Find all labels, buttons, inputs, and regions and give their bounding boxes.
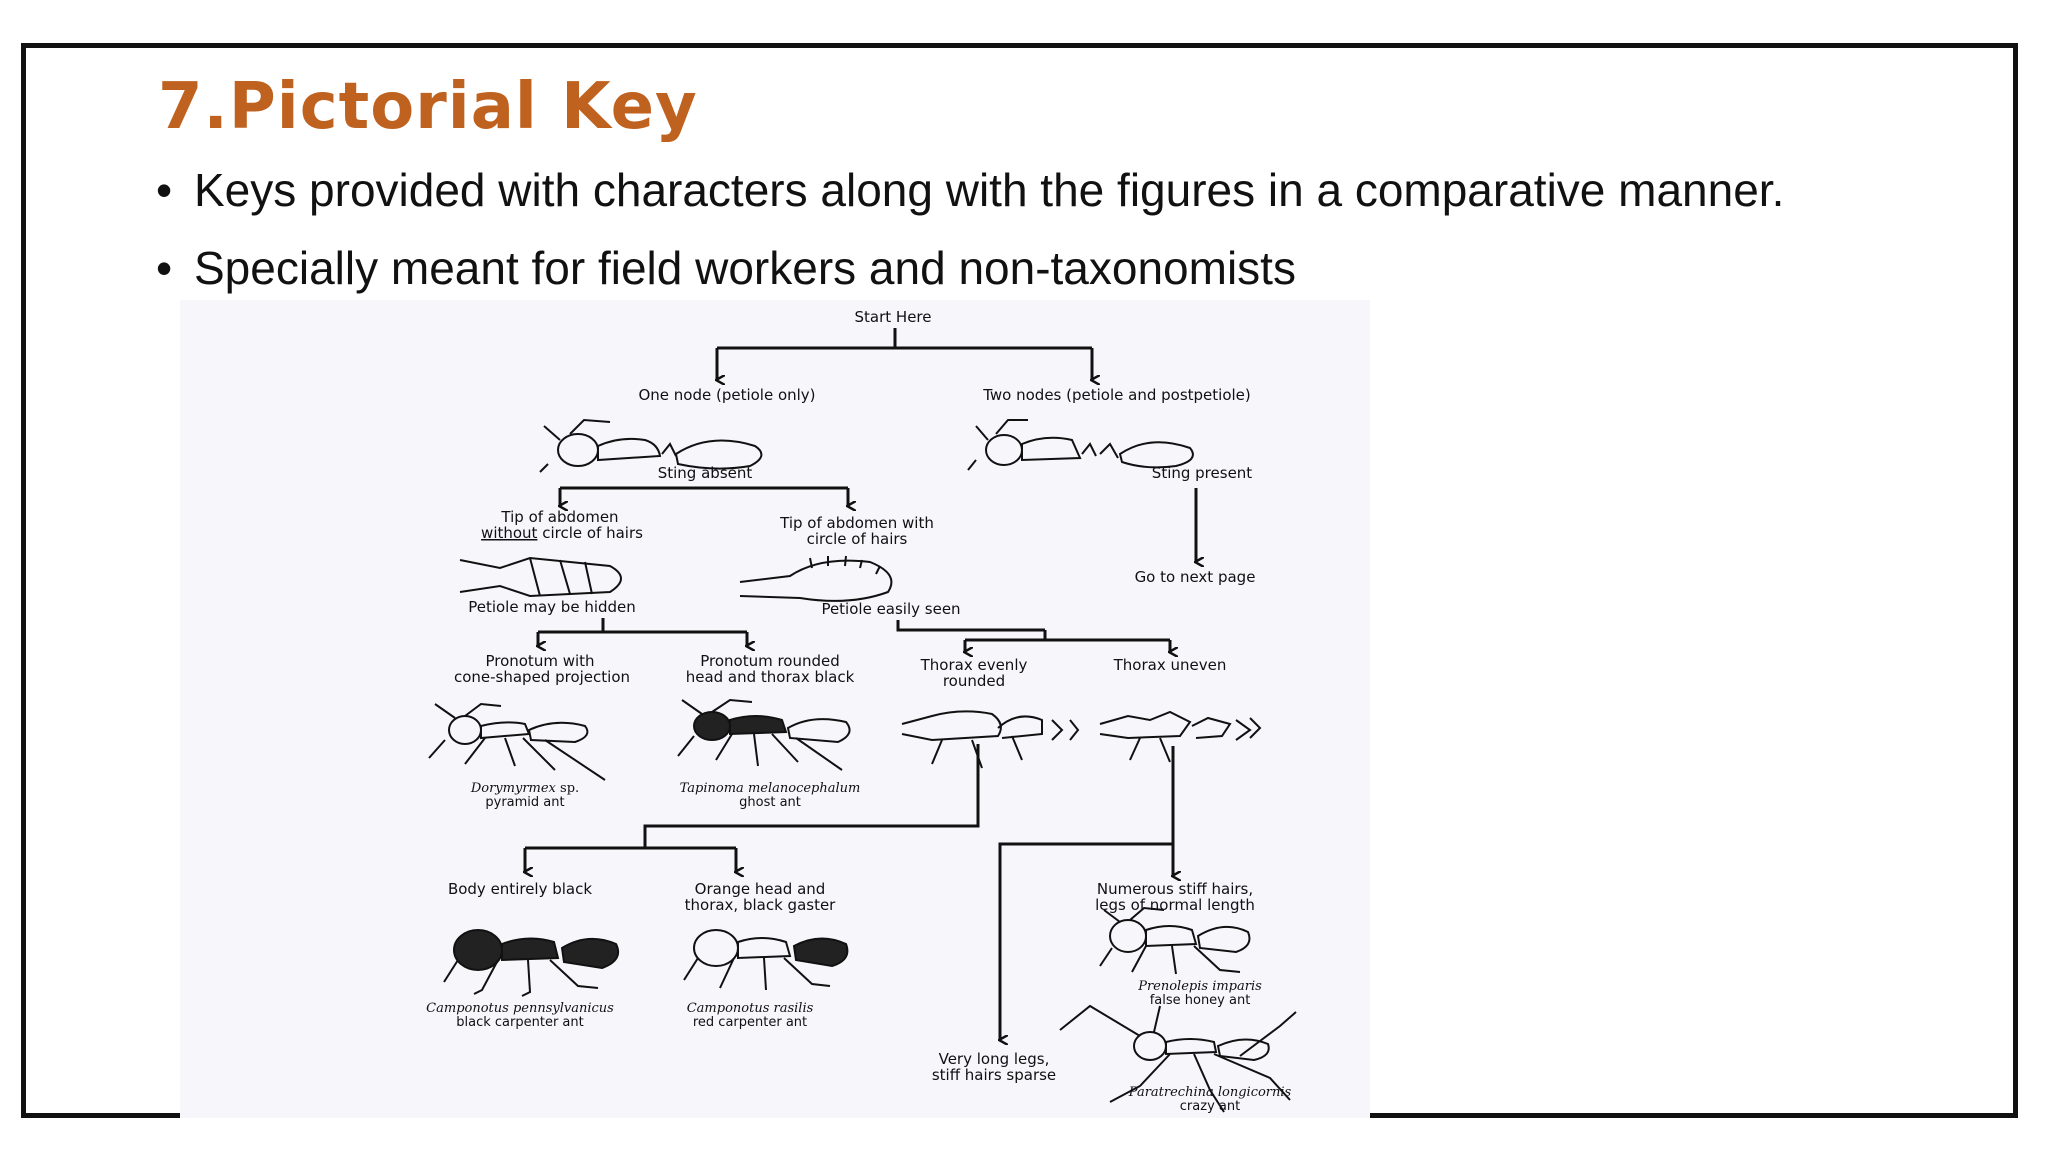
bullet-text: Specially meant for field workers and no…: [194, 242, 1296, 294]
bullet-dot: •: [156, 242, 173, 294]
long-legs-label-1: Very long legs,: [939, 1050, 1050, 1068]
connector: [643, 744, 980, 848]
bullet-item: • Keys provided with characters along wit…: [156, 162, 1784, 218]
camponotus-penn-common: black carpenter ant: [456, 1015, 583, 1030]
ant-two-nodes-drawing: [967, 419, 1194, 471]
bullet-list: • Keys provided with characters along wit…: [156, 162, 1784, 318]
thorax-uneven-label: Thorax uneven: [1113, 656, 1227, 674]
stiff-hairs-label-1: Numerous stiff hairs,: [1097, 880, 1253, 898]
dorymyrmex-species: Dorymyrmex sp.: [470, 781, 579, 796]
tip-with-label-2: circle of hairs: [807, 530, 908, 548]
camponotus-penn-species: Camponotus pennsylvanicus: [426, 1001, 614, 1016]
key-diagram: Start Here One node (petiole only) Two n…: [426, 308, 1297, 1114]
paratrechina-common: crazy ant: [1180, 1099, 1240, 1114]
tapinoma-species: Tapinoma melanocephalum: [680, 781, 861, 796]
stiff-hairs-label-2: legs of normal length: [1095, 896, 1255, 914]
tapinoma-common: ghost ant: [739, 795, 801, 810]
petiole-seen-label: Petiole easily seen: [821, 600, 960, 618]
tip-with-label-1: Tip of abdomen with: [779, 514, 934, 532]
ant-one-node-drawing: [539, 418, 763, 473]
sting-absent-label: Sting absent: [658, 464, 753, 482]
connector: [601, 618, 747, 634]
connector: [896, 620, 1045, 632]
pictorial-key-figure: Start Here One node (petiole only) Two n…: [180, 300, 1370, 1118]
pronotum-cone-label-2: cone-shaped projection: [454, 668, 630, 686]
slide-title: 7.Pictorial Key: [158, 70, 698, 144]
next-page-label: Go to next page: [1135, 568, 1256, 586]
arrow: [1000, 842, 1173, 1040]
prenolepis-common: false honey ant: [1150, 993, 1251, 1008]
dorymyrmex-sp: sp.: [556, 781, 579, 796]
one-node-label: One node (petiole only): [638, 386, 815, 404]
tip-without-label-2: without circle of hairs: [481, 524, 643, 542]
orange-label-1: Orange head and: [695, 880, 826, 898]
black-body-label: Body entirely black: [448, 880, 592, 898]
abdomen-without-hairs-drawing: [459, 556, 622, 598]
long-legs-label-2: stiff hairs sparse: [932, 1066, 1056, 1084]
ant-crazy-ant-drawing: [1059, 1004, 1297, 1113]
ant-dorymyrmex-drawing: [428, 702, 606, 781]
ant-tapinoma-drawing: [677, 698, 851, 771]
bullet-text: Keys provided with characters along with…: [194, 164, 1785, 216]
ant-thorax-even-drawing: [901, 710, 1080, 769]
pronotum-round-label-2: head and thorax black: [686, 668, 855, 686]
camponotus-rasilis-common: red carpenter ant: [693, 1015, 807, 1030]
ant-prenolepis-drawing: [1099, 906, 1251, 975]
dorymyrmex-common: pyramid ant: [485, 795, 564, 810]
ant-thorax-uneven-drawing: [1099, 710, 1262, 763]
thorax-even-label-2: rounded: [943, 672, 1005, 690]
abdomen-with-hairs-drawing: [739, 555, 893, 602]
orange-label-2: thorax, black gaster: [685, 896, 837, 914]
pronotum-cone-label-1: Pronotum with: [485, 652, 594, 670]
start-label: Start Here: [855, 308, 932, 326]
bullet-dot: •: [156, 164, 173, 216]
paratrechina-species: Paratrechina longicornis: [1128, 1085, 1292, 1100]
prenolepis-species: Prenolepis imparis: [1137, 979, 1262, 994]
sting-present-label: Sting present: [1152, 464, 1253, 482]
thorax-even-label-1: Thorax evenly: [920, 656, 1028, 674]
petiole-hidden-label: Petiole may be hidden: [468, 598, 636, 616]
bullet-item: • Specially meant for field workers and n…: [156, 240, 1784, 296]
ant-red-carpenter-drawing: [683, 929, 849, 991]
pronotum-round-label-1: Pronotum rounded: [700, 652, 840, 670]
tip-without-rest: circle of hairs: [537, 524, 643, 542]
tip-without-label-1: Tip of abdomen: [500, 508, 618, 526]
ant-black-carpenter-drawing: [443, 929, 620, 997]
tip-without-underline: without: [481, 524, 538, 542]
two-nodes-label: Two nodes (petiole and postpetiole): [982, 386, 1251, 404]
camponotus-rasilis-species: Camponotus rasilis: [687, 1001, 814, 1016]
dorymyrmex-sci: Dorymyrmex: [470, 781, 557, 796]
